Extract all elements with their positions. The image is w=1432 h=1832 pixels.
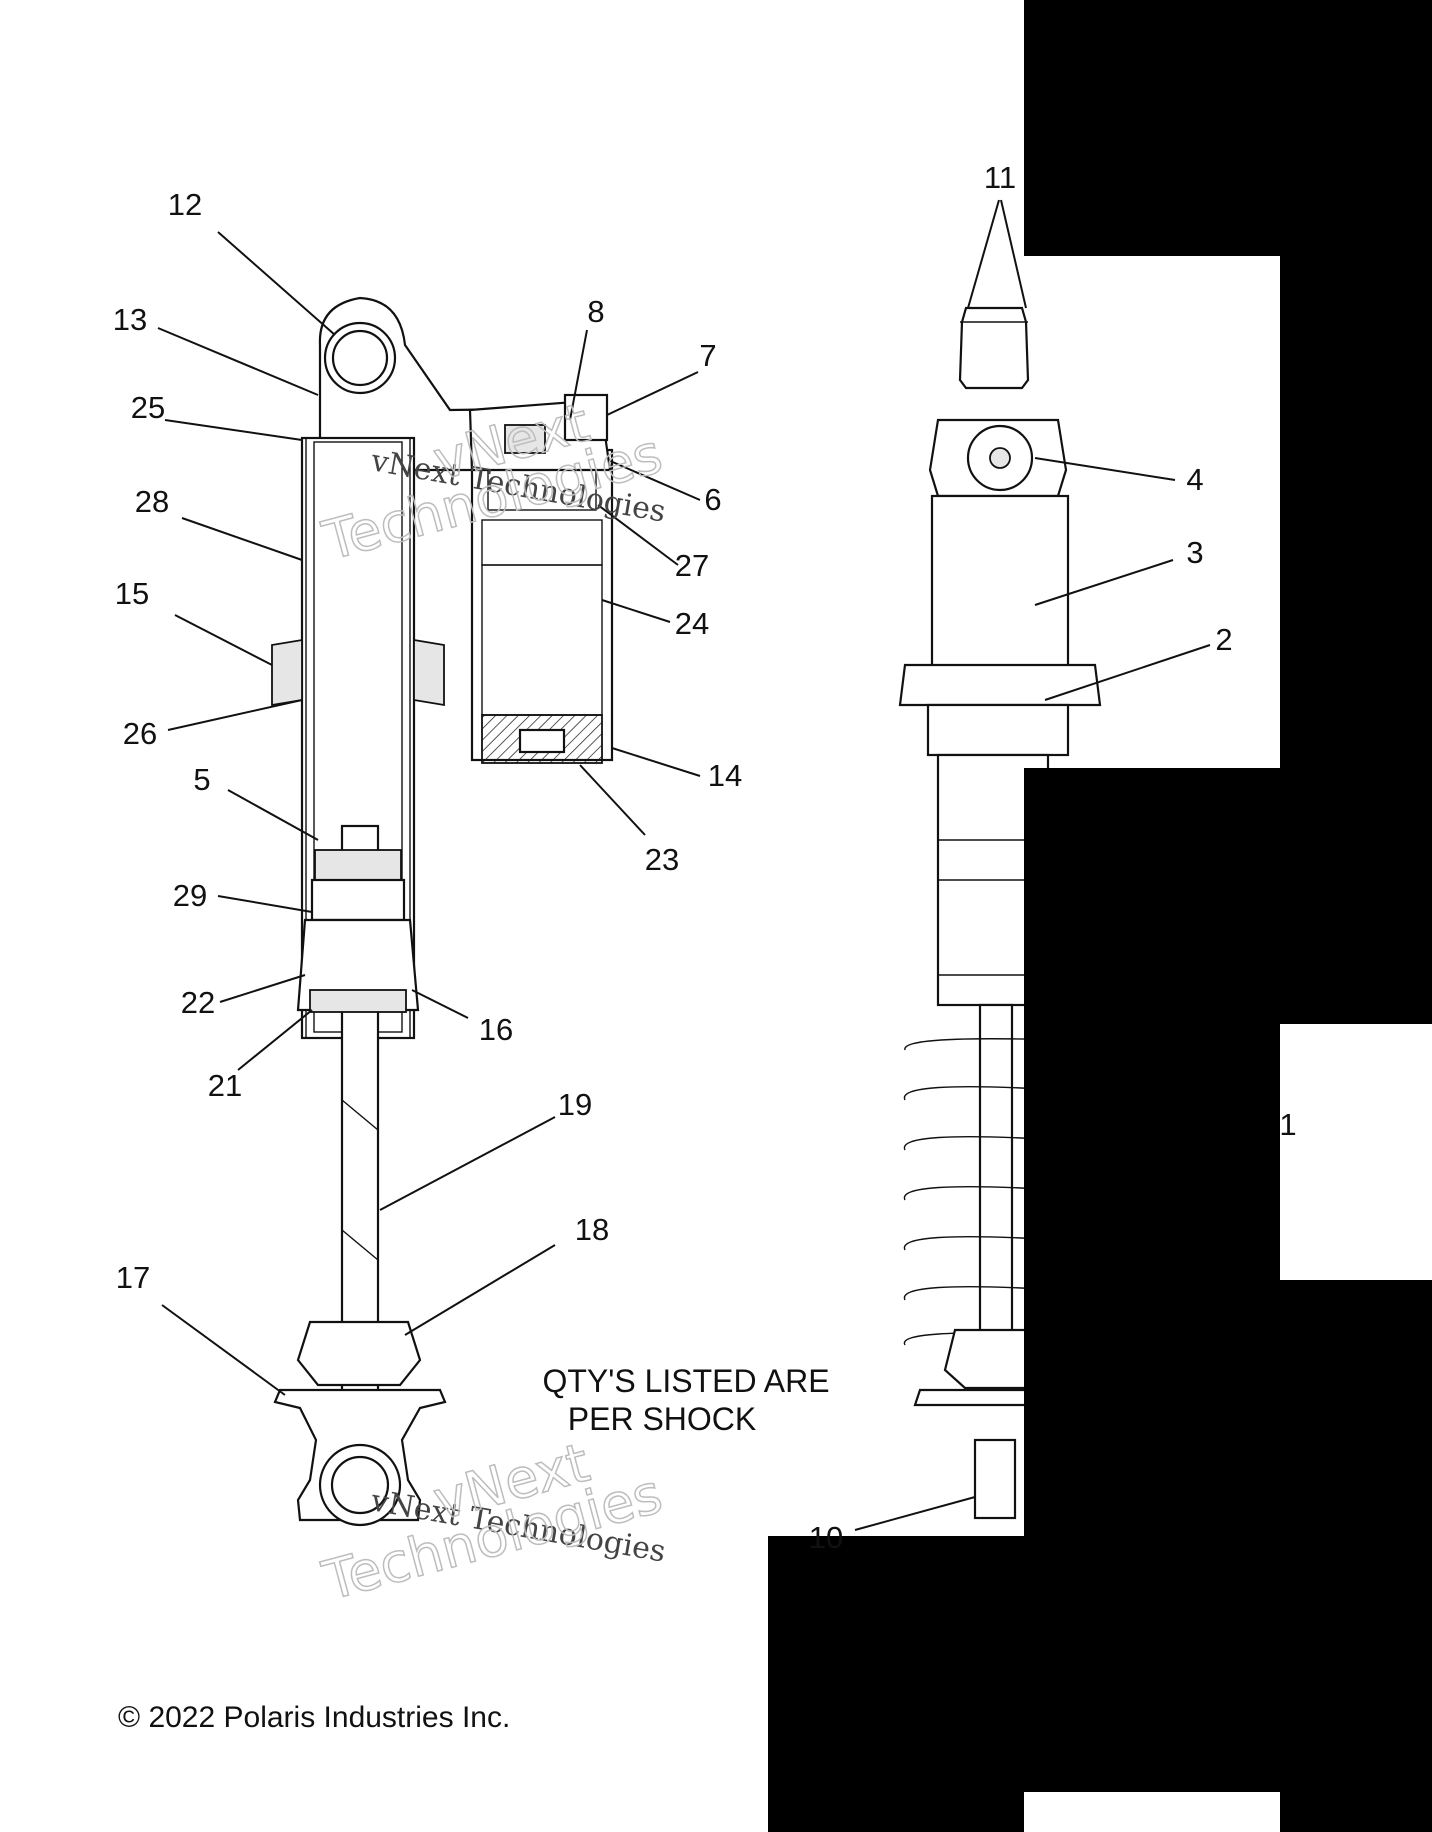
callout-8: 8 — [587, 294, 604, 329]
callout-11: 11 — [984, 160, 1016, 195]
callout-29: 29 — [173, 878, 207, 913]
callout-24: 24 — [675, 606, 709, 641]
callout-22: 22 — [181, 985, 215, 1020]
callout-25: 25 — [131, 390, 165, 425]
redaction-blocks — [768, 0, 1432, 1832]
callout-7: 7 — [699, 338, 716, 373]
callout-19: 19 — [558, 1087, 592, 1122]
callout-26: 26 — [123, 716, 157, 751]
copyright: © 2022 Polaris Industries Inc. — [118, 1701, 510, 1734]
qty-note-line1: QTY'S LISTED ARE — [542, 1363, 829, 1399]
callout-6: 6 — [704, 482, 721, 517]
qty-note-line2: PER SHOCK — [568, 1401, 756, 1437]
callout-3: 3 — [1186, 535, 1203, 570]
callout-21: 21 — [208, 1068, 242, 1103]
callout-5: 5 — [193, 762, 210, 797]
callout-labels: 12 13 25 28 15 26 5 29 22 21 17 8 7 6 27… — [113, 160, 1297, 1555]
callout-12: 12 — [168, 187, 202, 222]
callout-23: 23 — [645, 842, 679, 877]
callout-13: 13 — [113, 302, 147, 337]
callout-16: 16 — [479, 1012, 513, 1047]
callout-15: 15 — [115, 576, 149, 611]
callout-17: 17 — [116, 1260, 150, 1295]
callout-14: 14 — [708, 758, 742, 793]
callout-4: 4 — [1186, 462, 1203, 497]
callout-10: 10 — [809, 1520, 843, 1555]
callout-27: 27 — [675, 548, 709, 583]
leader-lines — [157, 199, 1211, 1531]
callout-18: 18 — [575, 1212, 609, 1247]
callout-2: 2 — [1215, 622, 1232, 657]
callout-28: 28 — [135, 484, 169, 519]
left-shock-cross-section — [271, 296, 614, 1527]
callout-1: 1 — [1279, 1107, 1296, 1142]
